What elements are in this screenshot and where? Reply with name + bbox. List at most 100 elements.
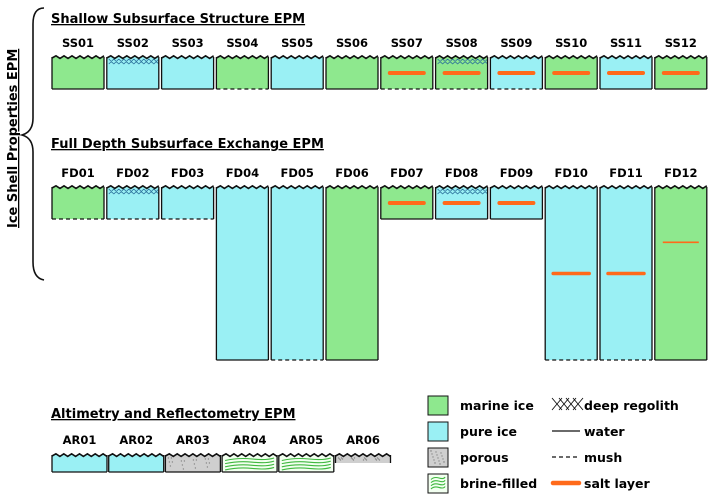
column-fill [326,187,378,360]
column-fill [216,57,269,89]
legend-item-porous: porous [427,447,509,468]
column-surface [106,184,160,190]
porous-dots [180,460,183,462]
porous-dots [208,462,211,464]
porous-dots [183,460,186,462]
column-outline [380,57,434,89]
legend-label: porous [460,450,509,465]
porous-dots [433,459,435,461]
column-outline [489,187,544,219]
column-surface [161,184,215,190]
section-title-altimetry: Altimetry and Reflectometry EPM [51,407,296,422]
brine-lines [281,466,331,471]
legend-label: pure ice [460,424,517,439]
column-outline [489,57,544,89]
column-fd10: FD10 [544,166,598,361]
column-ss12: SS12 [654,36,708,90]
legend-item-pure: pure ice [427,421,517,442]
column-surface [270,54,324,60]
porous-dots [338,458,341,460]
column-label: AR04 [233,433,267,447]
section-title-shallow: Shallow Subsurface Structure EPM [51,12,305,27]
legend-label: water [584,424,625,439]
column-outline [325,57,379,89]
brine-lines [430,486,446,490]
column-ss05: SS05 [270,36,324,90]
porous-dots [341,458,344,460]
column-label: SS04 [226,36,258,50]
column-fd08: FD08 [434,166,489,220]
legend-label: brine-filled [460,476,537,491]
porous-dots [375,459,378,461]
column-label: FD11 [609,166,642,180]
column-label: AR05 [289,433,323,447]
porous-dots [439,463,441,465]
porous-dots [350,457,353,459]
regolith-hatch [437,188,488,195]
column-ss10: SS10 [544,36,598,90]
column-fd06: FD06 [325,166,379,361]
porous-dots [169,465,172,467]
porous-dots [377,458,380,460]
column-ss11: SS11 [599,36,653,90]
column-fill [326,57,378,89]
column-ar06: AR06 [334,433,392,463]
porous-dots [171,461,174,463]
column-fd09: FD09 [489,166,544,220]
brine-lines [430,476,446,480]
column-outline [599,187,653,360]
legend-item-regolith: deep regolith [551,397,679,413]
porous-dots [443,461,445,463]
column-surface [108,452,165,458]
column-fill [335,455,391,463]
porous-dots [337,457,340,459]
column-outline [51,455,108,472]
brine-lines [224,466,275,471]
column-ar01: AR01 [51,433,108,473]
column-ss06: SS06 [325,36,379,90]
column-fd04: FD04 [215,166,270,361]
column-ss01: SS01 [51,36,105,90]
column-ar02: AR02 [108,433,165,473]
column-surface [599,54,653,60]
legend-item-salt: salt layer [550,476,650,491]
legend-item-brine: brine-filled [427,473,537,494]
column-outline [278,455,335,472]
porous-dots [430,450,432,452]
porous-dots [193,463,196,465]
column-surface [216,184,269,190]
column-outline [106,57,160,89]
column-fill [271,187,324,360]
column-ss03: SS03 [160,36,215,90]
column-outline [380,187,434,219]
column-fill [271,57,324,89]
porous-dots [374,458,377,460]
column-label: SS08 [446,36,478,50]
column-surface [654,184,708,190]
column-label: FD09 [500,166,533,180]
column-label: SS01 [62,36,94,50]
column-surface [435,184,489,190]
porous-dots [431,453,433,455]
porous-dots [206,466,209,468]
column-ar03: AR03 [164,433,222,473]
column-label: AR03 [176,433,210,447]
column-surface [216,54,269,60]
brine-lines [430,479,446,484]
porous-dots [436,454,438,456]
column-label: SS11 [610,36,642,50]
column-outline [51,187,105,219]
porous-dots [376,457,379,459]
regolith-hatch [108,188,160,195]
porous-dots [340,457,343,459]
porous-dots [437,457,439,459]
column-ss07: SS07 [380,36,434,90]
column-outline [160,57,215,89]
legend-item-mush: mush [552,450,622,465]
column-label: SS09 [500,36,532,50]
column-outline [654,187,708,360]
column-fd02: FD02 [106,166,160,220]
column-outline [270,57,324,89]
